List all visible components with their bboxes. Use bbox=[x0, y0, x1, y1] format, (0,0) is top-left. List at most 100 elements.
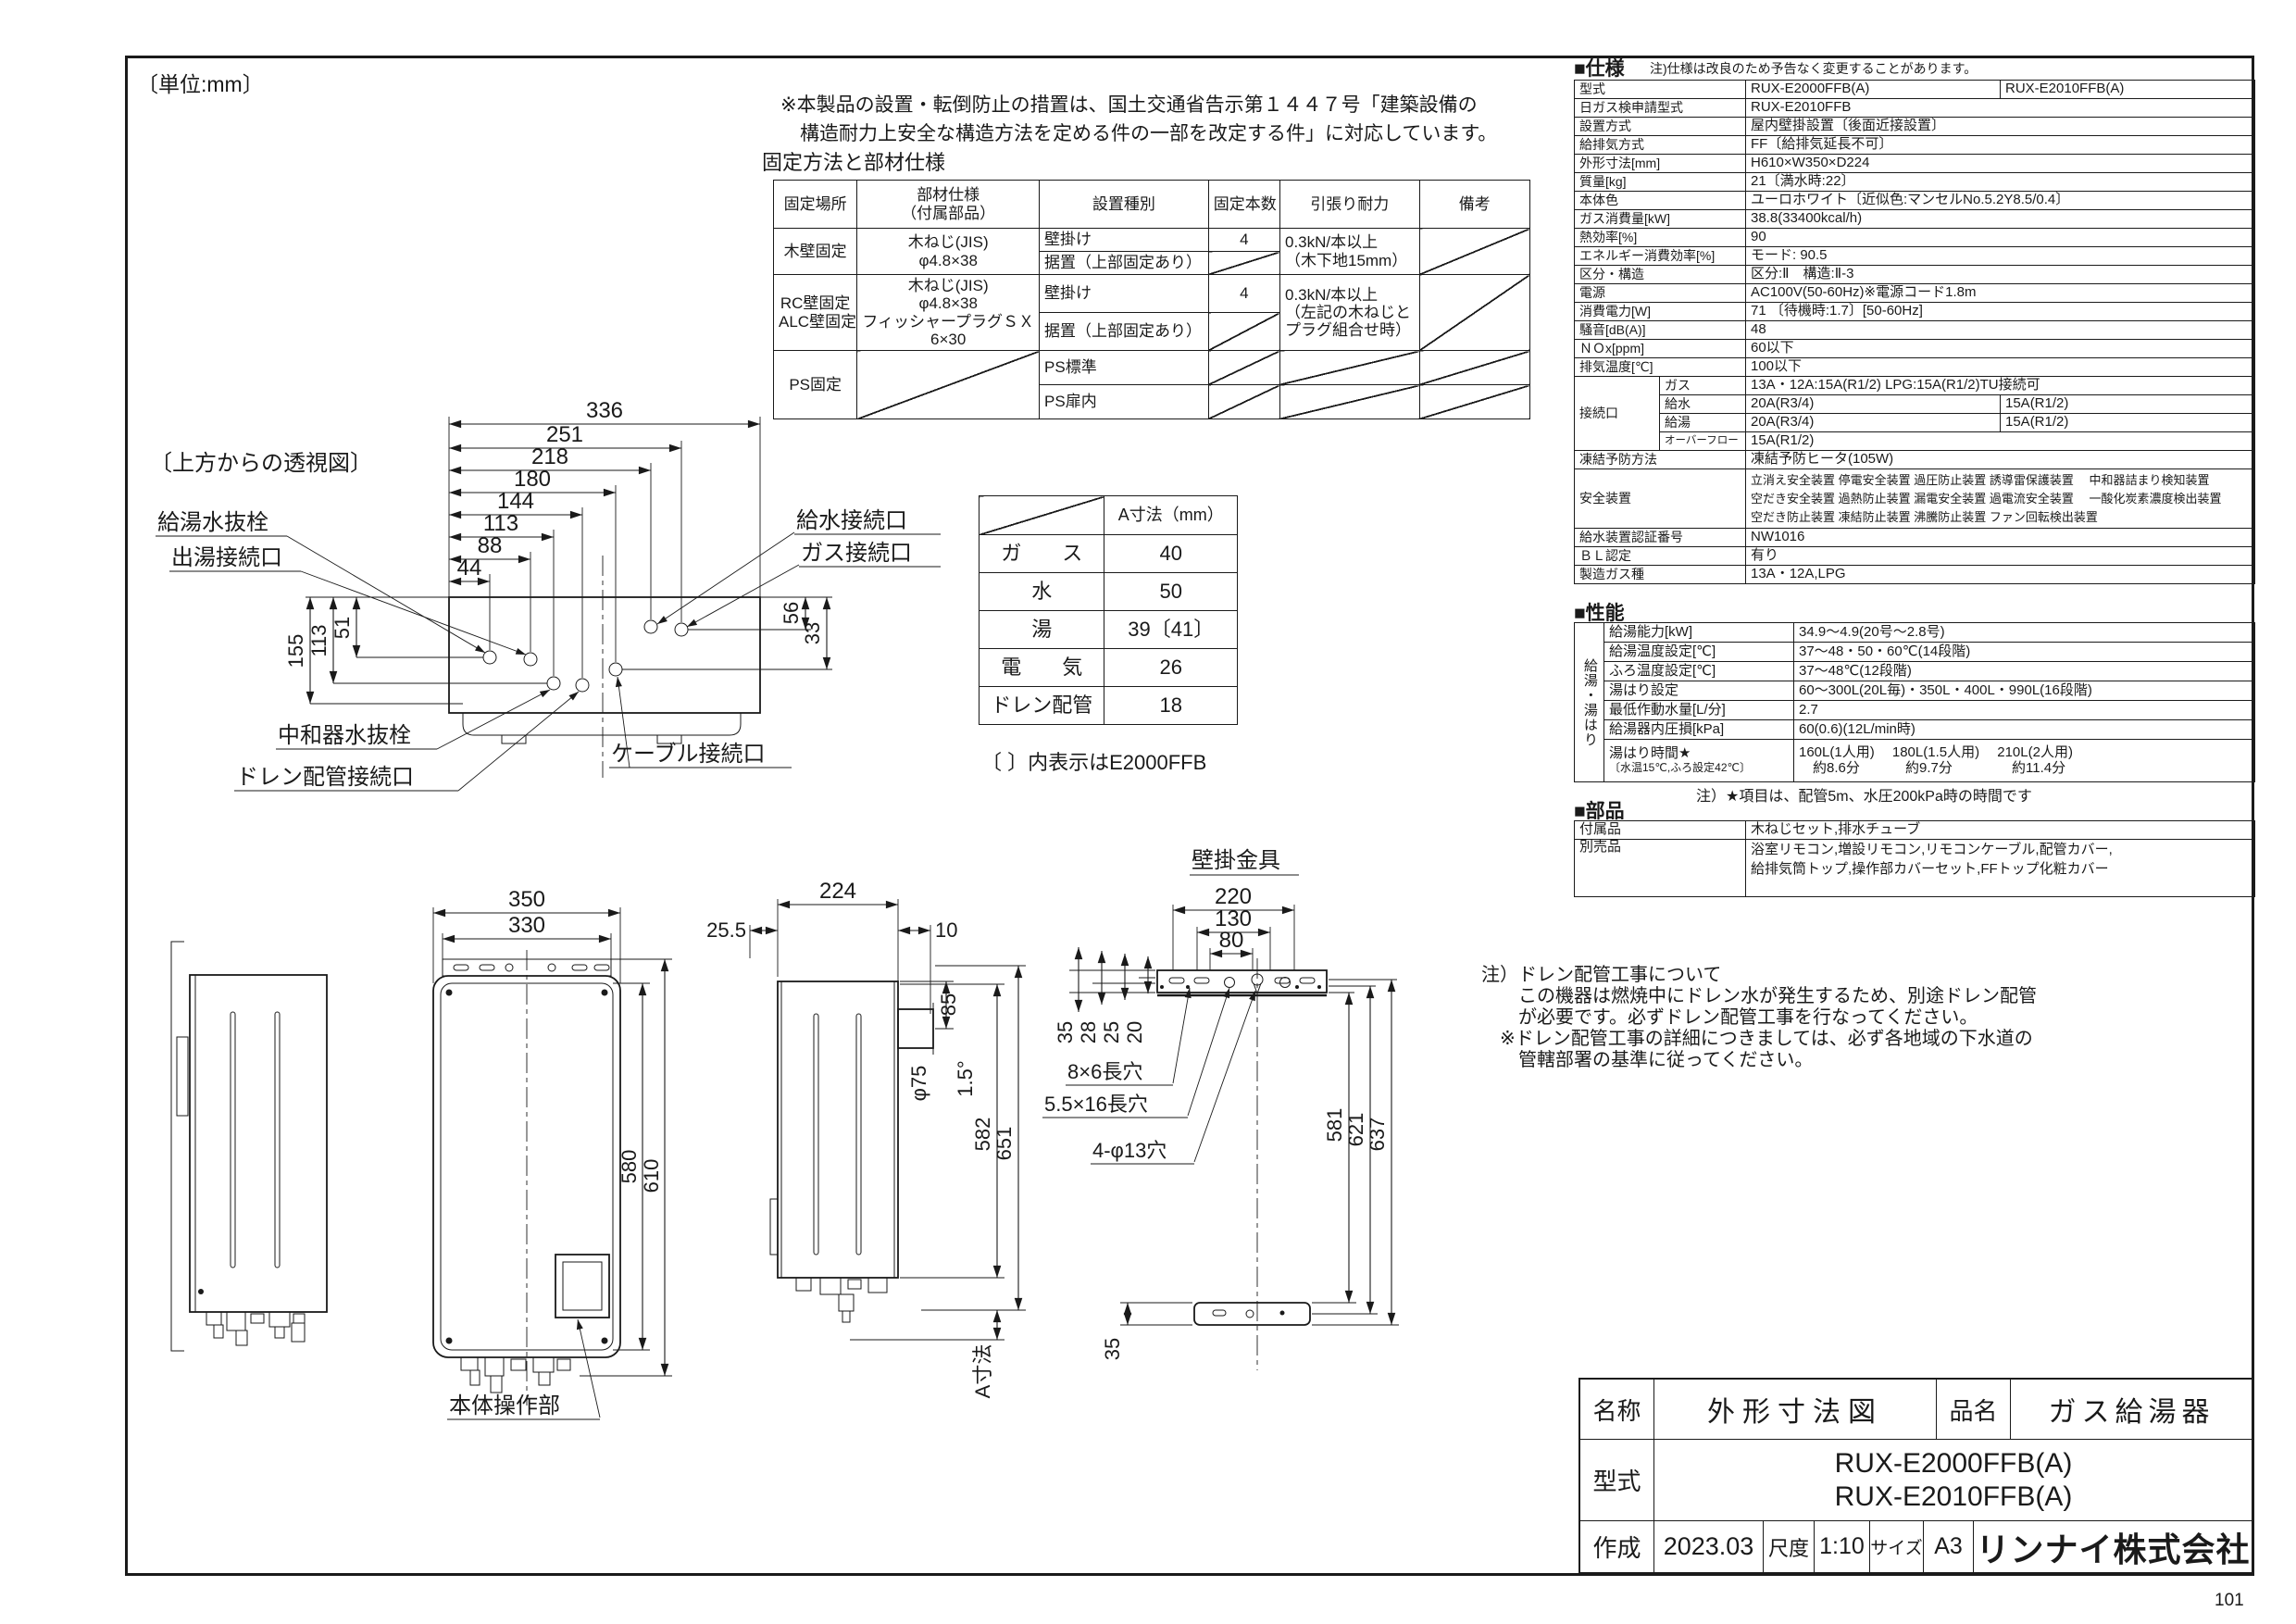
a-table-row-gas: ガ ス 40 bbox=[978, 534, 1238, 573]
performance-table: 給湯・湯はり 給湯能力[kW] 34.9〜4.9(20号〜2.8号) 給湯温度設… bbox=[1574, 622, 2255, 782]
spec-conn-water-label: 給水 bbox=[1659, 394, 1746, 414]
spec-noise-label: 騒音[dB(A)] bbox=[1574, 320, 1746, 340]
port-label-hot-out: 出湯接続口 bbox=[171, 545, 282, 570]
spec-model-label: 型式 bbox=[1574, 80, 1746, 99]
fixing-wood-count2 bbox=[1207, 251, 1280, 275]
top-dim-33: 33 bbox=[801, 622, 824, 644]
spec-model-value1: RUX-E2000FFB(A) bbox=[1745, 80, 2001, 99]
bracket-label-holes: 4-φ13穴 bbox=[1092, 1139, 1167, 1162]
parts-optional-value: 浴室リモコン,増設リモコン,リモコンケーブル,配管カバー, 給排気筒トップ,操作… bbox=[1745, 839, 2255, 897]
perf-filltime-label-1: 湯はり時間★ bbox=[1609, 745, 1691, 762]
spec-exhaust-label: 給排気方式 bbox=[1574, 135, 1746, 155]
title-size-value: A3 bbox=[1924, 1521, 1974, 1572]
fixing-ps-material bbox=[856, 350, 1041, 419]
fixing-table-title: 固定方法と部材仕様 bbox=[762, 151, 946, 174]
title-size-label: サイズ bbox=[1870, 1521, 1924, 1572]
fixing-row-wood-1: 木壁固定 木ねじ(JIS) φ4.8×38 壁掛け 4 0.3kN/本以上 （木… bbox=[772, 228, 1531, 275]
title-model-value-1: RUX-E2000FFB(A) bbox=[1834, 1447, 2073, 1479]
bracket-dim-80: 80 bbox=[1219, 928, 1244, 953]
a-row-water-value: 50 bbox=[1104, 572, 1238, 611]
port-label-water-in: 給水接続口 bbox=[796, 508, 907, 533]
perf-minflow-label: 最低作動水量[L/分] bbox=[1603, 700, 1794, 720]
top-dim-88: 88 bbox=[478, 533, 503, 558]
side-dim-224: 224 bbox=[819, 879, 856, 904]
spec-gasuse-label: ガス消費量[kW] bbox=[1574, 209, 1746, 229]
perf-bathtemp-value: 37〜48℃(12段階) bbox=[1793, 661, 2255, 681]
front-dim-330: 330 bbox=[508, 913, 545, 938]
fixing-wood-place: 木壁固定 bbox=[772, 228, 858, 275]
spec-bl-value: 有り bbox=[1745, 546, 2255, 566]
fixing-header-material-1: 部材仕様 bbox=[917, 186, 980, 205]
spec-freeze-label: 凍結予防方法 bbox=[1574, 450, 1746, 469]
a-dimension-table: A寸法（mm） ガ ス 40 水 50 湯 39〔41〕 電 気 26 ドレン配… bbox=[978, 495, 1238, 725]
a-row-hot-label: 湯 bbox=[978, 610, 1105, 649]
fixing-wood-remarks bbox=[1418, 228, 1531, 275]
fixing-rc-material-1: 木ねじ(JIS) bbox=[907, 277, 989, 295]
title-block: 名称 外形寸法図 品名 ガス給湯器 型式 RUX-E2000FFB(A) RUX… bbox=[1578, 1378, 2254, 1574]
fixing-wood-pull-2: （木下地15mm） bbox=[1284, 251, 1408, 269]
title-created-label: 作成 bbox=[1580, 1521, 1654, 1572]
compliance-note-line2: 構造耐力上安全な構造方法を定める件の一部を改定する件」に対応しています。 bbox=[780, 123, 1498, 144]
spec-nox-label: ＮＯx[ppm] bbox=[1574, 339, 1746, 358]
title-block-row-name: 名称 外形寸法図 品名 ガス給湯器 bbox=[1580, 1380, 2252, 1439]
front-view-dimension-lines bbox=[432, 907, 672, 1377]
perf-fillset-value: 60〜300L(20L毎)・350L・400L・990L(16段階) bbox=[1793, 681, 2255, 701]
front-dim-580: 580 bbox=[618, 1150, 641, 1184]
fixing-wood-pull: 0.3kN/本以上 （木下地15mm） bbox=[1279, 228, 1420, 275]
fixing-rc-remarks bbox=[1418, 274, 1531, 351]
spec-gastypes-label: 製造ガス種 bbox=[1574, 565, 1746, 584]
title-model-label: 型式 bbox=[1580, 1440, 1654, 1520]
a-table-note: 〔 〕内表示はE2000FFB bbox=[981, 751, 1207, 774]
side-dim-85: 85 bbox=[937, 993, 960, 1016]
perf-pressure-label: 給湯器内圧損[kPa] bbox=[1603, 719, 1794, 740]
bracket-dim-28: 28 bbox=[1077, 1021, 1100, 1043]
spec-table: 型式 RUX-E2000FFB(A) RUX-E2010FFB(A) 日ガス検申… bbox=[1574, 80, 2255, 584]
bracket-dim-581: 581 bbox=[1323, 1108, 1346, 1143]
drain-note-line3: が必要です。必ずドレン配管工事を行なってください。 bbox=[1481, 1007, 1978, 1028]
bracket-label-slot5516: 5.5×16長穴 bbox=[1044, 1093, 1148, 1116]
spec-gastypes-value: 13A・12A,LPG bbox=[1745, 565, 2255, 584]
left-view-fittings bbox=[206, 1311, 306, 1346]
perf-minflow-value: 2.7 bbox=[1793, 700, 2255, 720]
drain-note-line2: この機器は燃焼中にドレン水が発生するため、別途ドレン配管 bbox=[1481, 986, 2037, 1006]
bracket-hole-leaders bbox=[1042, 987, 1256, 1165]
top-dim-144: 144 bbox=[497, 489, 534, 514]
spec-color-value: ユーロホワイト〔近似色:マンセルNo.5.2Y8.5/0.4〕 bbox=[1745, 191, 2255, 210]
a-table-row-drain: ドレン配管 18 bbox=[978, 686, 1238, 725]
bracket-dimension-lines bbox=[1069, 905, 1399, 1370]
perf-fillset-label: 湯はり設定 bbox=[1603, 681, 1794, 701]
side-view-fittings bbox=[795, 1277, 888, 1323]
spec-class-value: 区分:Ⅱ 構造:Ⅱ-3 bbox=[1745, 265, 2255, 284]
spec-freeze-value: 凍結予防ヒータ(105W) bbox=[1745, 450, 2255, 469]
front-dim-610: 610 bbox=[640, 1159, 663, 1193]
a-table-corner-cell bbox=[978, 495, 1105, 535]
spec-exhtemp-label: 排気温度[℃] bbox=[1574, 357, 1746, 377]
parts-optional-value-2: 給排気筒トップ,操作部カバーセット,FFトップ化粧カバー bbox=[1751, 861, 2109, 877]
parts-optional-label: 別売品 bbox=[1574, 839, 1746, 897]
bracket-bottom-bracket bbox=[1193, 1302, 1311, 1326]
port-label-drain-pipe: ドレン配管接続口 bbox=[236, 765, 414, 790]
drain-note-line4: ※ドレン配管工事の詳細につきましては、必ず各地域の下水道の bbox=[1481, 1029, 2033, 1049]
spec-conn-gas-label: ガス bbox=[1659, 376, 1746, 395]
drain-note-line1: 注）ドレン配管工事について bbox=[1481, 965, 1722, 985]
spec-exhtemp-value: 100以下 bbox=[1745, 357, 2255, 377]
perf-hottemp-value: 37〜48・50・60℃(14段階) bbox=[1793, 642, 2255, 662]
top-view-title: 〔上方からの透視図〕 bbox=[150, 451, 372, 476]
parts-title: ■部品 bbox=[1574, 801, 1625, 822]
side-dim-phi75: φ75 bbox=[907, 1066, 930, 1102]
fixing-table: 固定場所 部材仕様 （付属部品） 設置種別 固定本数 引張り耐力 備考 木壁固定… bbox=[772, 180, 1531, 419]
spec-gasuse-value: 38.8(33400kcal/h) bbox=[1745, 209, 2255, 229]
spec-title: ■仕様 bbox=[1574, 58, 1625, 80]
a-table-row-water: 水 50 bbox=[978, 572, 1238, 611]
panel-label: 本体操作部 bbox=[449, 1393, 560, 1418]
title-name-label: 名称 bbox=[1580, 1380, 1654, 1439]
fixing-row-rc-1: RC壁固定 ALC壁固定 木ねじ(JIS) φ4.8×38 フィッシャープラグＳ… bbox=[772, 274, 1531, 351]
perf-filltime-value-2: 約8.6分 約9.7分 約11.4分 bbox=[1799, 759, 2066, 776]
fixing-rc-material-3: フィッシャープラグＳＸ bbox=[862, 312, 1034, 331]
fixing-wood-pull-1: 0.3kN/本以上 bbox=[1284, 233, 1379, 252]
bracket-dim-20: 20 bbox=[1123, 1021, 1146, 1043]
spec-connection-label: 接続口 bbox=[1574, 376, 1660, 451]
spec-exhaust-value: FF〔給排気延長不可〕 bbox=[1745, 135, 2255, 155]
fixing-wood-material: 木ねじ(JIS) φ4.8×38 bbox=[856, 228, 1041, 275]
bracket-dim-621: 621 bbox=[1344, 1113, 1367, 1147]
